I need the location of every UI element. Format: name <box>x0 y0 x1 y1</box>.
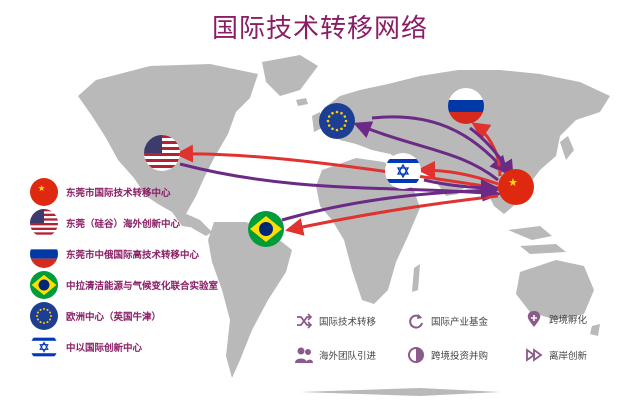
half-circle-icon <box>408 347 424 363</box>
brazil-flag-icon <box>30 271 58 299</box>
category-item: 国际技术转移 <box>295 312 376 330</box>
legend-item-brazil: 中拉清洁能源与气候变化联合实验室 <box>30 271 265 299</box>
eu-flag-icon <box>30 302 58 330</box>
category-label: 跨境孵化 <box>549 315 588 326</box>
category-label: 国际技术转移 <box>319 317 377 328</box>
legend-label: 欧洲中心（英国牛津） <box>66 312 162 323</box>
location-pin-icon <box>527 311 541 327</box>
legend-label: 东莞市中俄国际高技术转移中心 <box>66 250 200 261</box>
usa-flag-icon <box>30 209 58 237</box>
israel-flag-icon <box>385 153 421 189</box>
category-item: 离岸创新 <box>525 346 587 364</box>
shuffle-icon <box>297 313 313 329</box>
legend-item-china: 东莞市国际技术转移中心 <box>30 178 265 206</box>
category-item: 国际产业基金 <box>407 312 488 330</box>
russia-flag-icon <box>448 88 484 124</box>
connection-arrows <box>175 115 514 236</box>
legend-label: 中拉清洁能源与气候变化联合实验室 <box>66 281 219 292</box>
page-title: 国际技术转移网络 <box>211 14 428 44</box>
category-label: 国际产业基金 <box>431 317 489 328</box>
category-label: 跨境投资并购 <box>431 351 489 362</box>
legend-item-eu: 欧洲中心（英国牛津） <box>30 302 265 330</box>
flag-legend: 东莞市国际技术转移中心 东莞（硅谷）海外创新中心 东莞市中俄国际高技术转移中心 … <box>30 178 265 364</box>
legend-label: 东莞市国际技术转移中心 <box>66 188 171 199</box>
category-item: 跨境投资并购 <box>407 346 488 364</box>
china-flag-icon <box>498 169 534 205</box>
usa-flag-icon <box>144 135 180 171</box>
legend-label: 中以国际创新中心 <box>66 343 143 354</box>
team-icon <box>295 347 313 363</box>
legend-label: 东莞（硅谷）海外创新中心 <box>66 219 181 230</box>
russia-flag-icon <box>30 240 58 268</box>
china-flag-icon <box>30 178 58 206</box>
category-label: 海外团队引进 <box>319 351 377 362</box>
refresh-icon <box>409 314 423 329</box>
legend-item-usa: 东莞（硅谷）海外创新中心 <box>30 209 265 237</box>
fast-forward-icon <box>526 348 543 362</box>
legend-item-russia: 东莞市中俄国际高技术转移中心 <box>30 240 265 268</box>
legend-item-israel: 中以国际创新中心 <box>30 333 265 361</box>
category-item: 海外团队引进 <box>295 346 376 364</box>
israel-flag-icon <box>30 333 58 361</box>
eu-flag-icon <box>319 103 355 139</box>
category-item: 跨境孵化 <box>525 310 587 328</box>
category-label: 离岸创新 <box>549 351 588 362</box>
